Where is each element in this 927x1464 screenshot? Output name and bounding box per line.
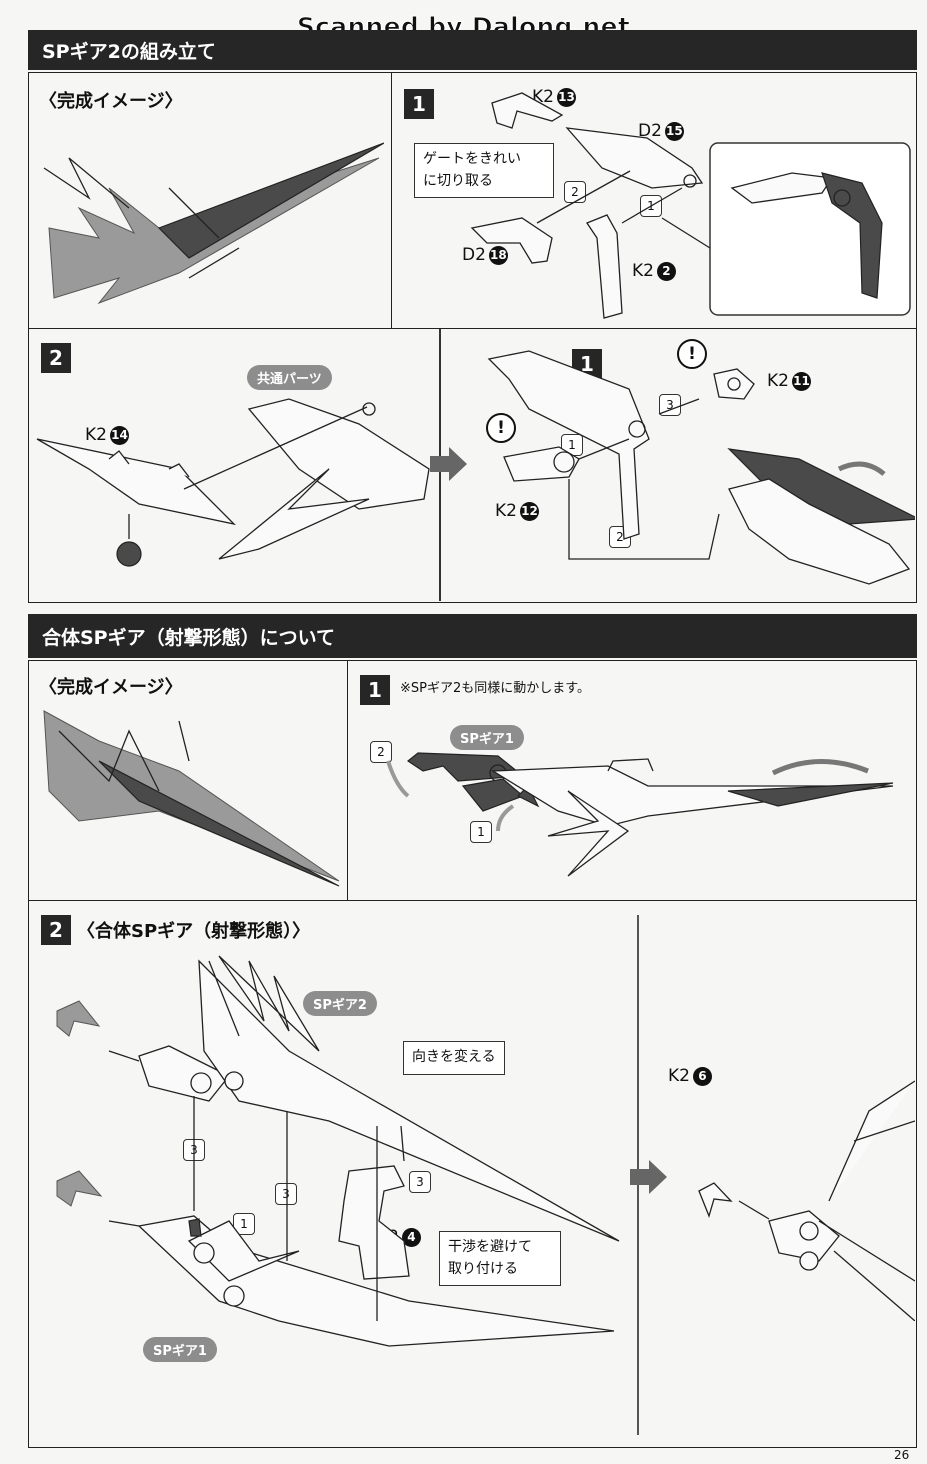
- order-marker: 3: [409, 1171, 431, 1193]
- preview-illustration: [43, 710, 340, 887]
- section-title-text: 合体SPギア（射撃形態）について: [42, 626, 336, 649]
- order-marker: 1: [233, 1213, 255, 1235]
- part-number: 2: [656, 261, 676, 281]
- step2-header: 2 〈合体SPギア（射撃形態）〉: [41, 915, 310, 945]
- order-marker: 1: [470, 821, 492, 843]
- part-code: K2: [767, 371, 789, 391]
- step-number: 2: [41, 915, 71, 945]
- callout-change-direction: 向きを変える: [403, 1041, 505, 1075]
- warning-icon: !: [677, 339, 707, 369]
- part-label-k2-2: K2 2: [632, 261, 676, 281]
- step-number: 1: [360, 675, 390, 705]
- sp-gear-2-tag: SPギア2: [303, 991, 377, 1016]
- part-label-k2-11: K2 11: [767, 371, 811, 391]
- step-number: 2: [41, 343, 71, 373]
- warning-icon: !: [486, 413, 516, 443]
- part-label-k2-14: K2 14: [85, 425, 129, 445]
- part-number: 11: [791, 371, 811, 391]
- part-number: 18: [488, 245, 508, 265]
- step1-diagram: [386, 752, 894, 877]
- callout-avoid-interference: 干渉を避けて 取り付ける: [439, 1231, 561, 1287]
- order-marker: 3: [659, 394, 681, 416]
- preview-panel: 〈完成イメージ〉: [28, 72, 392, 329]
- part-code: K2: [668, 1066, 690, 1086]
- part-label-k2-12: K2 12: [495, 501, 539, 521]
- step1-panel: 1 K2 13 D2 15 D2 18 K2 2 ゲートをきれい に切り取る 2…: [391, 72, 917, 329]
- step2-label: 〈合体SPギア（射撃形態）〉: [77, 921, 311, 942]
- step2-left-diagram: [56, 955, 620, 1347]
- part-code: K2: [632, 261, 654, 281]
- sp-gear-1-tag: SPギア1: [450, 725, 524, 750]
- common-parts-tag: 共通パーツ: [247, 365, 332, 390]
- preview-label: 〈完成イメージ〉: [39, 677, 183, 698]
- step1-diagram: [470, 92, 911, 319]
- step2-panel: 2 共通パーツ K2 14 1 ! ! K2 11 K2 12 3 1 2: [28, 328, 917, 603]
- part-label-k2-6: K2 6: [668, 1066, 712, 1086]
- part-number: 12: [519, 501, 539, 521]
- step-number: 1: [404, 89, 434, 119]
- order-marker: 2: [370, 741, 392, 763]
- part-number: 13: [556, 87, 576, 107]
- part-code: K2: [495, 501, 517, 521]
- step2-left-diagram: [36, 398, 430, 567]
- step2-right-diagram: [698, 1080, 915, 1321]
- part-label-d2-15: D2 15: [638, 121, 684, 141]
- preview-illustration: [43, 142, 384, 305]
- order-marker: 2: [564, 181, 586, 203]
- part-number: 14: [109, 425, 129, 445]
- part-label-d2-18: D2 18: [462, 245, 508, 265]
- part-code: D2: [462, 245, 486, 265]
- note-text: ※SPギア2も同様に動かします。: [400, 681, 590, 696]
- sp-gear-1-tag: SPギア1: [143, 1337, 217, 1362]
- section-title-sp-gear-2: SPギア2の組み立て: [28, 30, 917, 70]
- part-code: D2: [638, 121, 662, 141]
- step2-right-diagram: [487, 350, 915, 585]
- preview-label: 〈完成イメージ〉: [39, 91, 183, 112]
- step2-panel: 2 〈合体SPギア（射撃形態）〉 SPギア2 SPギア1 向きを変える 干渉を避…: [28, 900, 917, 1448]
- preview-panel: 〈完成イメージ〉: [28, 660, 348, 902]
- arrow-right-icon: [430, 447, 467, 481]
- order-marker: 3: [275, 1183, 297, 1205]
- part-code: K2: [85, 425, 107, 445]
- step1-panel: 1 ※SPギア2も同様に動かします。 SPギア1 2 1: [347, 660, 917, 902]
- part-number: 15: [664, 121, 684, 141]
- callout-cut-gate: ゲートをきれい に切り取る: [414, 143, 554, 199]
- page-number: 26: [894, 1448, 910, 1462]
- section-title-text: SPギア2の組み立て: [42, 40, 216, 63]
- section-title-combined-sp-gear: 合体SPギア（射撃形態）について: [28, 614, 917, 658]
- part-number: 4: [401, 1227, 421, 1247]
- part-number: 6: [692, 1066, 712, 1086]
- arrow-right-icon: [630, 1160, 667, 1194]
